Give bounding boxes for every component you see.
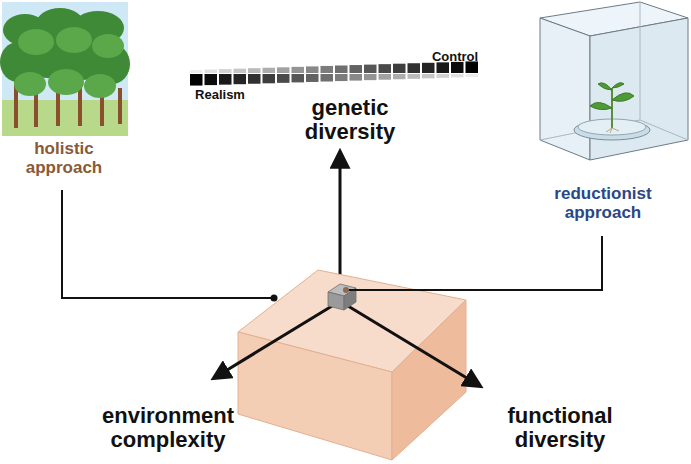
axis-label: functional diversity bbox=[490, 404, 630, 452]
axis-label: environment complexity bbox=[93, 404, 243, 452]
environment-block bbox=[238, 270, 466, 460]
approach-label: holistic approach bbox=[9, 140, 119, 177]
glass-box-illustration bbox=[540, 2, 688, 160]
scale-end-label: Realism bbox=[195, 88, 245, 102]
scale-end-label: Control bbox=[432, 50, 478, 64]
leader-dot bbox=[343, 287, 349, 293]
axis-label: genetic diversity bbox=[280, 96, 420, 144]
gradient-bar bbox=[190, 61, 478, 85]
forest-illustration bbox=[0, 2, 130, 136]
axis-arrows bbox=[214, 306, 480, 386]
leader-line bbox=[62, 190, 602, 298]
approach-label: reductionist approach bbox=[538, 185, 668, 222]
leader-dot bbox=[271, 295, 278, 302]
grey-cube bbox=[328, 284, 356, 310]
